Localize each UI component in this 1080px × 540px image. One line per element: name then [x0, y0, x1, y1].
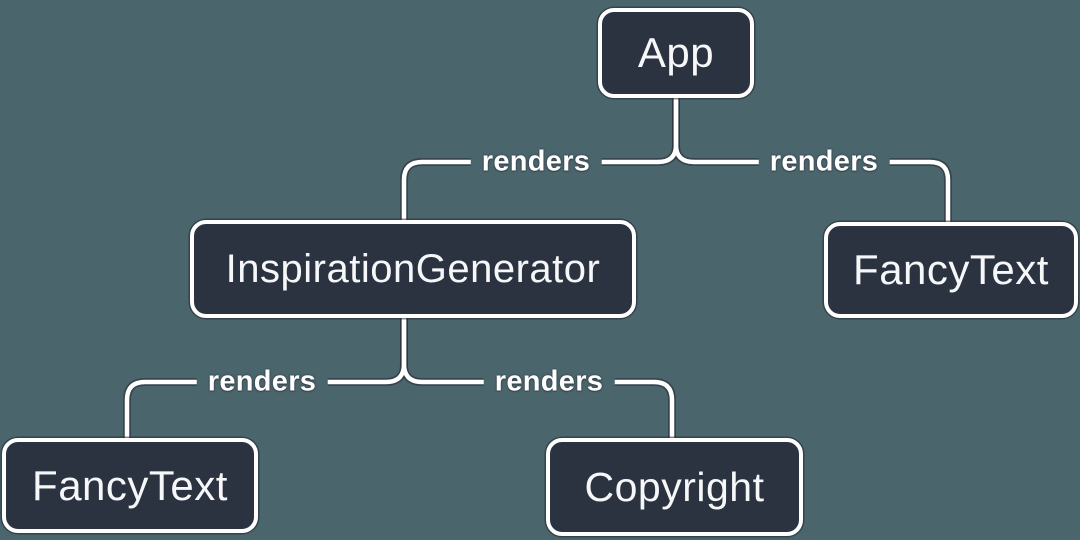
edge-label-renders-app-right: renders: [758, 143, 890, 181]
tree-node-inspiration-generator: InspirationGenerator: [190, 220, 636, 318]
edge-label-renders-ig-left: renders: [196, 363, 328, 401]
tree-node-app: App: [598, 8, 754, 98]
edge-label-renders-app-left: renders: [470, 143, 602, 181]
tree-node-copyright: Copyright: [546, 438, 803, 536]
tree-node-fancy-text-right: FancyText: [824, 222, 1078, 318]
edge-label-renders-ig-right: renders: [483, 363, 615, 401]
tree-node-fancy-text-left: FancyText: [2, 438, 258, 533]
